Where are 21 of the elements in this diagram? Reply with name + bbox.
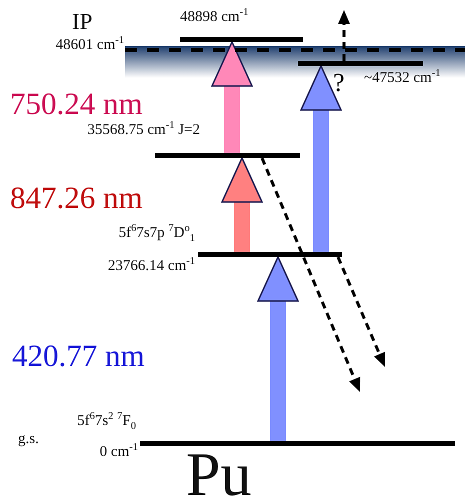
level-label: 48898 cm$^{-1}$ [180,9,248,26]
level-label: ~47532 cm$^{-1}$ [364,70,440,86]
dashed-arrow [338,10,350,61]
level-label: 5f$^{6}$7s$^{2}$ $^{7}$F$_{0}$ [77,413,136,430]
wavelength-label: 847.26 nm [10,182,143,213]
transition-arrow [221,157,263,252]
level-label: 48601 cm$^{-1}$ [56,37,124,54]
dashed-arrow [336,256,386,367]
element-symbol: Pu [186,444,252,503]
state-label: g.s. [18,432,39,447]
question-mark: ? [333,70,345,96]
level-label: 35568.75 cm$^{-1}$ J=2 [87,122,200,138]
level-label: IP [72,9,92,34]
wavelength-label: 750.24 nm [10,88,143,119]
wavelength-label: 420.77 nm [12,340,145,371]
level-label: 0 cm$^{-1}$ [100,444,138,460]
transition-arrow [211,41,253,153]
level-label: 23766.14 cm$^{-1}$ [108,258,195,274]
transition-arrow [300,65,342,252]
transition-arrow [257,256,299,441]
dashed-arrow [260,157,360,392]
